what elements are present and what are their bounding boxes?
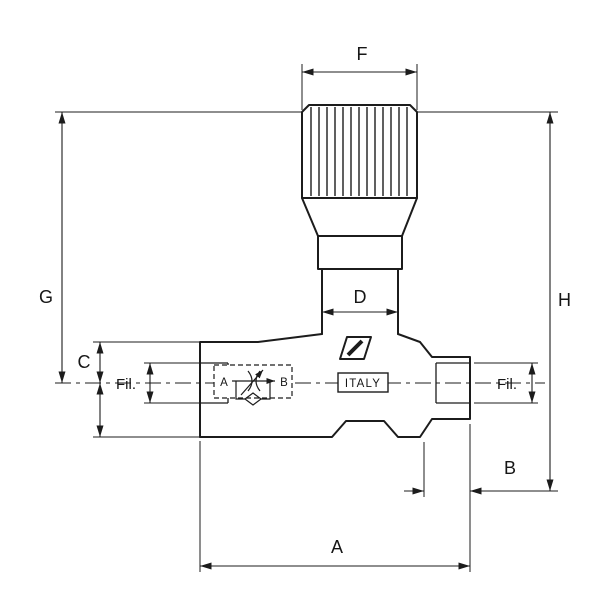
check-valve-diamond	[244, 392, 262, 406]
dim-c-label: C	[78, 352, 91, 372]
dim-b-label: B	[504, 458, 516, 478]
dimension-f: F	[301, 44, 418, 110]
knob-shoulder	[301, 197, 418, 270]
valve-body	[199, 333, 471, 438]
knurling-lines	[310, 107, 408, 196]
adjustability-arrow	[240, 369, 264, 396]
knurled-adjustment-knob	[301, 104, 418, 199]
dim-d-label: D	[354, 287, 367, 307]
dimension-a: A	[200, 537, 470, 570]
symbol-port-a-label: A	[220, 377, 228, 389]
dimension-g: G	[39, 112, 66, 383]
italy-label: ITALY	[345, 378, 381, 390]
dimension-c: C	[78, 341, 200, 438]
dimension-h: H	[546, 112, 571, 491]
italy-marking: ITALY	[337, 372, 389, 393]
valve-stem	[321, 268, 399, 335]
throttle-arc-left	[247, 370, 253, 392]
dim-h-label: H	[558, 290, 571, 310]
dimension-d: D	[322, 287, 398, 316]
dim-f-label: F	[357, 44, 368, 64]
thread-right-label: Fil.	[497, 376, 517, 393]
thread-dimension-right: Fil.	[474, 362, 538, 404]
dimension-b: B	[404, 458, 516, 495]
dim-a-label: A	[331, 537, 343, 557]
brand-logo	[339, 336, 372, 360]
symbol-port-b-label: B	[280, 377, 288, 389]
dim-g-label: G	[39, 287, 53, 307]
hydraulic-symbol: A B	[213, 364, 293, 406]
bottom-extension-lines	[199, 424, 558, 572]
thread-dimension-left: Fil.	[116, 362, 200, 404]
check-bypass-line	[235, 381, 271, 400]
thread-left-label: Fil.	[116, 376, 136, 393]
right-port-threads	[435, 362, 470, 404]
